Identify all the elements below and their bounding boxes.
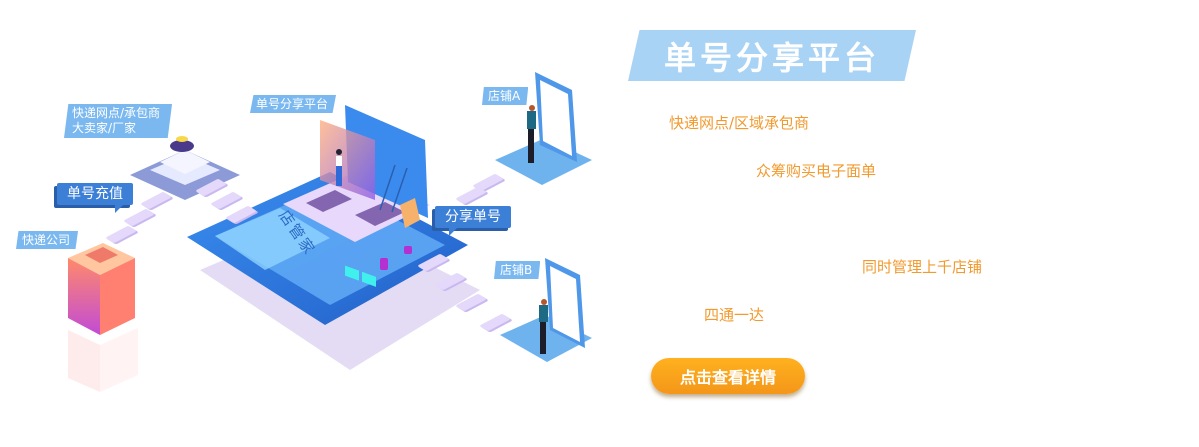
tag-courier-company: 快递公司 (16, 231, 79, 249)
tag-shop-b: 店铺B (494, 261, 541, 279)
isometric-scene-graphic (68, 72, 592, 392)
bubble-recharge: 单号充值 (57, 183, 133, 213)
view-details-button[interactable]: 点击查看详情 (651, 358, 805, 394)
page-title: 单号分享平台 (663, 38, 880, 77)
feature-multi-shop: 同时管理上千店铺 (862, 258, 983, 276)
tag-express-outlets: 快递网点/承包商 大卖家/厂家 (64, 104, 173, 138)
feature-carriers: 四通一达 (704, 306, 765, 324)
tag-line-1: 快递网点/承包商 (72, 106, 161, 120)
tag-shop-a: 店铺A (482, 87, 529, 105)
feature-crowdfund: 众筹购买电子面单 (756, 162, 877, 180)
tag-line-2: 大卖家/厂家 (72, 121, 137, 135)
feature-outlets: 快递网点/区域承包商 (669, 114, 810, 132)
tag-sharing-platform: 单号分享平台 (250, 95, 337, 113)
title-banner: 单号分享平台 (628, 30, 916, 81)
platform-illustration: 店管家 快递网点/承包商 大卖家/厂家 单号分享平台 快递公司 店铺A 店铺B … (16, 72, 592, 392)
bubble-share-numbers: 分享单号 (435, 206, 511, 236)
